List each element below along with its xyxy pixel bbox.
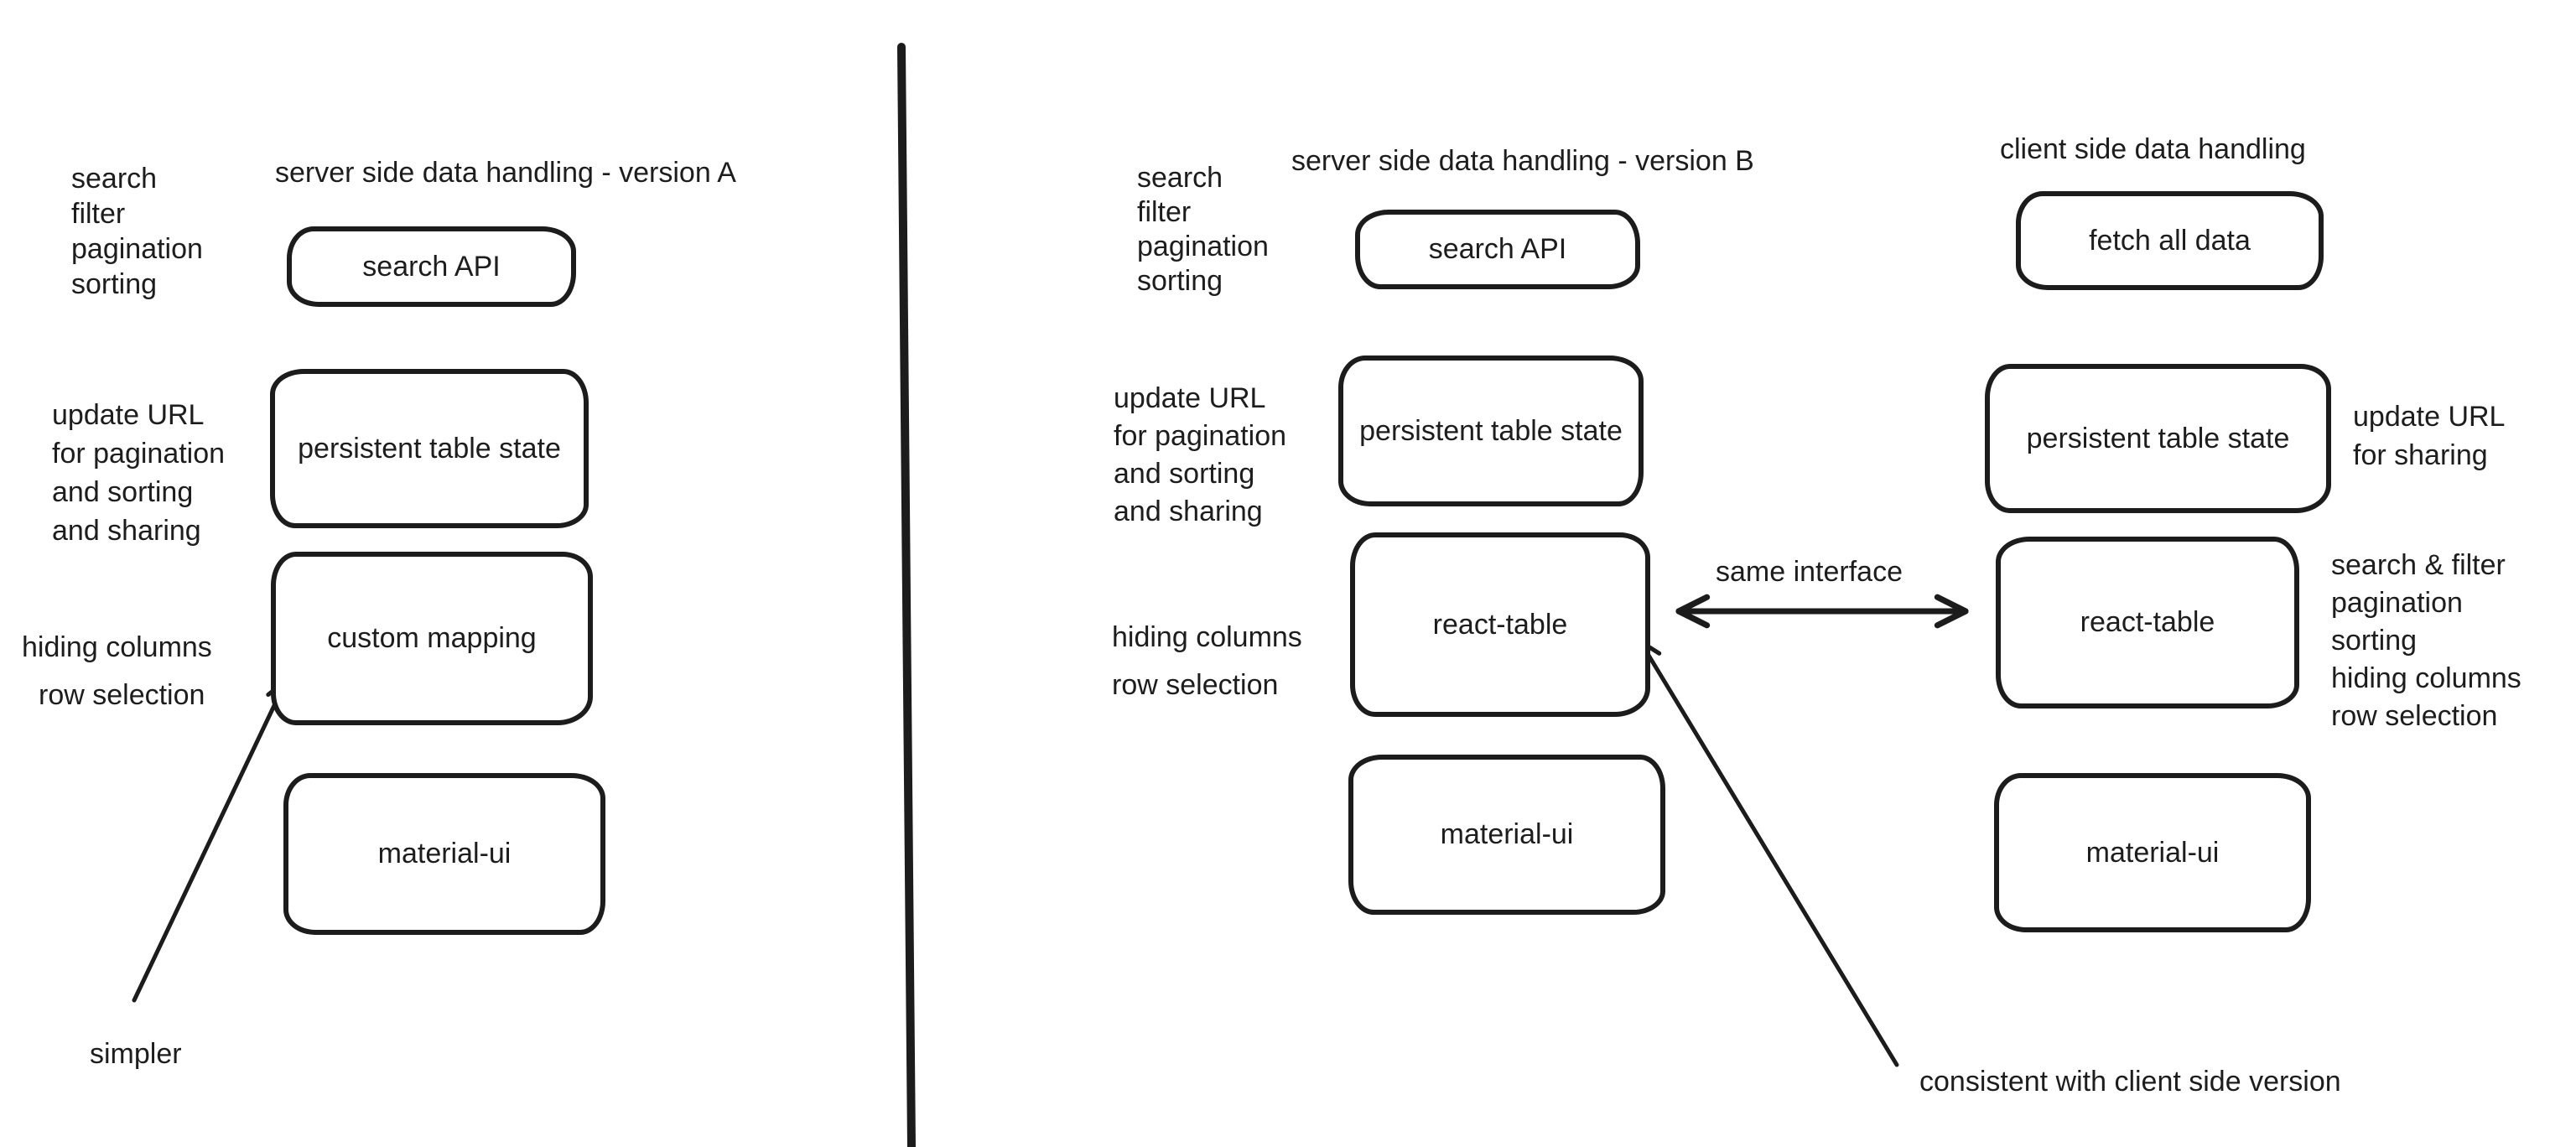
box-persistent-table-state-c: persistent table state [1985, 364, 2331, 513]
section-divider-line [897, 43, 916, 1147]
box-custom-mapping-label: custom mapping [327, 622, 537, 654]
box-material-ui-c: material-ui [1994, 773, 2311, 932]
box-custom-mapping: custom mapping [271, 552, 593, 725]
box-persistent-table-state-a: persistent table state [270, 369, 589, 528]
box-material-ui-c-label: material-ui [2085, 836, 2220, 869]
label-update-url-sharing: update URL for sharing [2353, 401, 2506, 471]
box-search-api-a-label: search API [362, 250, 501, 283]
box-material-ui-b: material-ui [1348, 755, 1665, 915]
label-same-interface: same interface [1716, 556, 1903, 588]
box-persistent-table-state-a-label: persistent table state [298, 432, 561, 465]
label-update-url-a: update URL for pagination and sorting an… [52, 399, 226, 547]
title-version-a: server side data handling - version A [275, 157, 736, 189]
label-features-a: search filter pagination sorting [71, 163, 203, 300]
box-search-api-a: search API [287, 226, 576, 307]
box-search-api-b-label: search API [1428, 233, 1567, 265]
box-fetch-all-data-label: fetch all data [2089, 224, 2251, 257]
box-react-table-c: react-table [1996, 537, 2299, 708]
box-search-api-b: search API [1355, 210, 1640, 289]
box-persistent-table-state-b-label: persistent table state [1359, 414, 1623, 447]
box-material-ui-b-label: material-ui [1440, 818, 1574, 850]
label-features-c: search & filter pagination sorting hidin… [2331, 549, 2521, 732]
box-fetch-all-data: fetch all data [2016, 191, 2324, 290]
label-simpler: simpler [90, 1038, 182, 1070]
box-react-table-b: react-table [1350, 532, 1650, 717]
label-update-url-b: update URL for pagination and sorting an… [1114, 382, 1287, 527]
arrow-simpler-to-custom-mapping [132, 678, 289, 1003]
box-material-ui-a: material-ui [283, 773, 605, 935]
box-persistent-table-state-c-label: persistent table state [2026, 422, 2290, 454]
title-version-b: server side data handling - version B [1291, 145, 1754, 177]
box-react-table-b-label: react-table [1432, 608, 1568, 641]
box-react-table-c-label: react-table [2080, 606, 2215, 638]
label-features-b: search filter pagination sorting [1137, 162, 1269, 297]
box-material-ui-a-label: material-ui [377, 838, 512, 869]
label-consistent-with-client: consistent with client side version [1919, 1066, 2341, 1098]
label-row-selection-b: row selection [1112, 669, 1279, 701]
arrow-consistent-to-react-table [1638, 639, 1899, 1067]
label-hiding-columns-a: hiding columns [22, 631, 212, 663]
box-persistent-table-state-b: persistent table state [1338, 356, 1644, 506]
label-hiding-columns-b: hiding columns [1112, 621, 1302, 653]
label-row-selection-a: row selection [39, 679, 205, 711]
title-client-side: client side data handling [2000, 133, 2306, 165]
